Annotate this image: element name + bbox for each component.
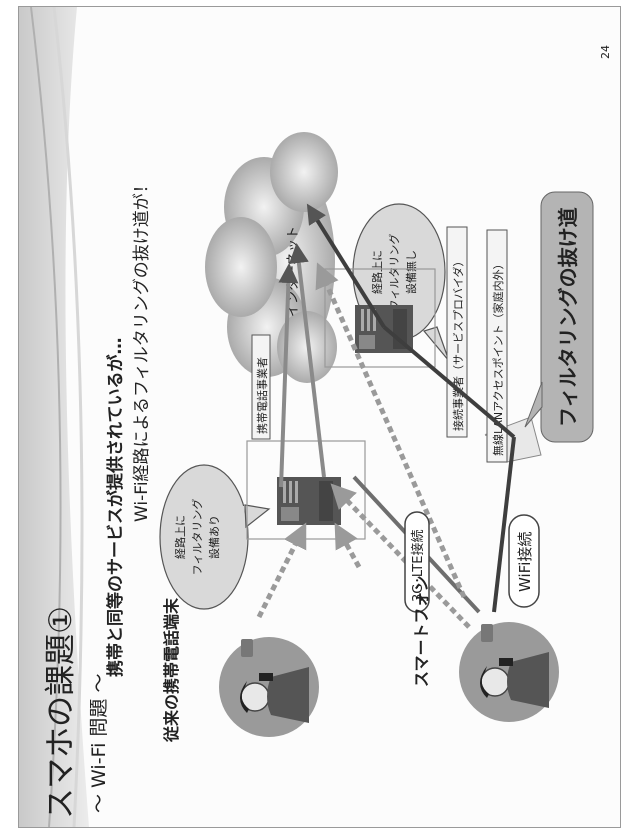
wifi-path	[306, 203, 386, 329]
page-number: 24	[599, 45, 612, 59]
carrier-label-box	[251, 334, 271, 440]
3g-lte-label: 3G･LTE接続	[410, 530, 426, 602]
carrier-to-internet-path	[288, 243, 326, 478]
wifi-pill	[508, 514, 540, 608]
loophole-callout	[540, 191, 594, 443]
headline-2: Wi-Fi経路によるフィルタリングの抜け道が！	[132, 176, 152, 522]
bubble-line: 設備無し	[404, 250, 418, 294]
dotted-path-arrow	[256, 522, 307, 619]
bubble-line: フィルタリング	[190, 499, 204, 576]
headline-1: 携帯と同等のサービスが提供されているが…	[105, 338, 126, 678]
page-title: スマホの課題①	[43, 606, 79, 819]
decorative-swoosh	[19, 7, 89, 827]
bubble-line: フィルタリング	[387, 234, 401, 311]
loophole-callout-pointer	[524, 381, 543, 428]
decorative-swoosh-line	[30, 7, 62, 827]
feature-phone-user-icon	[219, 637, 319, 737]
3g-lte-pill	[404, 511, 430, 613]
bubble-line: 設備あり	[207, 515, 221, 559]
bubble-line: 経路上に	[174, 515, 187, 559]
smartphone-user-icon	[459, 622, 559, 722]
isp-server-frame	[324, 268, 436, 368]
wifi-path	[382, 325, 516, 439]
wlan-label: 無線LANアクセスポイント（家庭内外）	[491, 258, 505, 456]
bubble-line: 経路上に	[371, 250, 384, 294]
carrier-label: 携帯電話事業者	[255, 357, 269, 434]
wifi-path	[492, 436, 516, 613]
isp-label: 接続事業者（サービスプロバイダ）	[451, 255, 465, 431]
speech-bubble-with-filtering	[159, 464, 271, 610]
wifi-dotted-arrow	[315, 262, 467, 599]
wlan-label-box	[486, 229, 508, 463]
wifi-label: WiFi接続	[516, 532, 534, 592]
feature-phone-label: 従来の携帯電話端末	[162, 597, 181, 743]
3g-dotted-arrow	[330, 483, 471, 629]
slide-canvas: 24 スマホの課題① ～ Wi-Fi 問題 ～ 携帯と同等のサービスが提供されて…	[19, 7, 612, 827]
page-subtitle: ～ Wi-Fi 問題 ～	[88, 674, 110, 813]
carrier-server-icon	[277, 477, 341, 525]
decorative-swoosh-line	[52, 7, 84, 827]
loophole-label: フィルタリングの抜け道	[556, 207, 580, 427]
slide: 24 スマホの課題① ～ Wi-Fi 問題 ～ 携帯と同等のサービスが提供されて…	[18, 6, 621, 828]
internet-cloud	[205, 132, 338, 383]
carrier-to-internet-path	[278, 263, 299, 488]
smartphone-label: スマートフォン	[412, 575, 431, 687]
dotted-path-arrow	[334, 522, 362, 569]
